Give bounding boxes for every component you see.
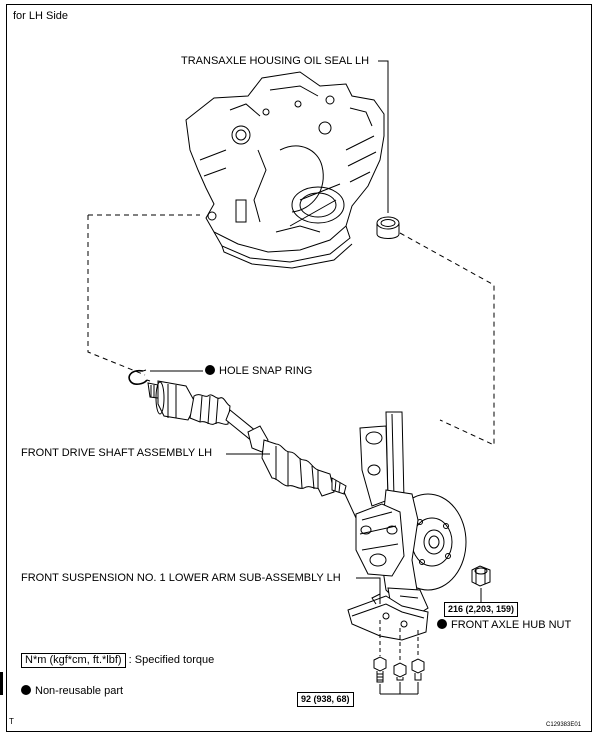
non-reusable-icon bbox=[205, 365, 215, 375]
snap-ring-part bbox=[128, 369, 151, 385]
bolt-alignment-lines bbox=[379, 620, 419, 664]
oil-seal-leader bbox=[378, 60, 389, 213]
label-oil-seal: TRANSAXLE HOUSING OIL SEAL LH bbox=[181, 55, 370, 67]
bolt-torque-bracket bbox=[379, 682, 419, 695]
bolt-3 bbox=[411, 658, 425, 681]
label-lower-arm: FRONT SUSPENSION NO. 1 LOWER ARM SUB-ASS… bbox=[21, 572, 341, 584]
oil-seal-part bbox=[376, 216, 400, 239]
lower-arm-part bbox=[347, 593, 429, 641]
drive-shaft-part bbox=[147, 380, 347, 497]
label-drive-shaft: FRONT DRIVE SHAFT ASSEMBLY LH bbox=[21, 447, 213, 459]
lower-arm-bolts bbox=[373, 656, 425, 683]
corner-mark: T bbox=[9, 717, 14, 726]
label-snap-ring: HOLE SNAP RING bbox=[205, 365, 312, 378]
transaxle-housing bbox=[185, 71, 385, 269]
legend-torque-unit: N*m (kgf*cm, ft.*lbf) bbox=[21, 653, 126, 668]
hub-nut-part bbox=[471, 565, 491, 587]
legend-non-reusable: Non-reusable part bbox=[21, 685, 123, 698]
label-hub-nut: FRONT AXLE HUB NUT bbox=[437, 619, 571, 632]
diagram-frame bbox=[6, 4, 592, 732]
non-reusable-icon bbox=[437, 619, 447, 629]
page-title: for LH Side bbox=[13, 10, 69, 22]
filled-circle-icon bbox=[21, 685, 31, 695]
bolt-2 bbox=[393, 662, 407, 681]
legend-torque-desc: : Specified torque bbox=[128, 654, 215, 666]
torque-hub-nut: 216 (2,203, 159) bbox=[444, 602, 519, 617]
page-edge-marker bbox=[0, 672, 3, 695]
legend-torque: N*m (kgf*cm, ft.*lbf) : Specified torque bbox=[21, 653, 214, 668]
knuckle-brake-assembly bbox=[343, 411, 467, 619]
figure-id: C129383E01 bbox=[546, 722, 582, 728]
alignment-lines bbox=[87, 214, 495, 446]
lower-arm-leader bbox=[356, 577, 381, 604]
torque-lower-arm-bolts: 92 (938, 68) bbox=[297, 692, 354, 707]
bolt-1 bbox=[373, 656, 387, 683]
